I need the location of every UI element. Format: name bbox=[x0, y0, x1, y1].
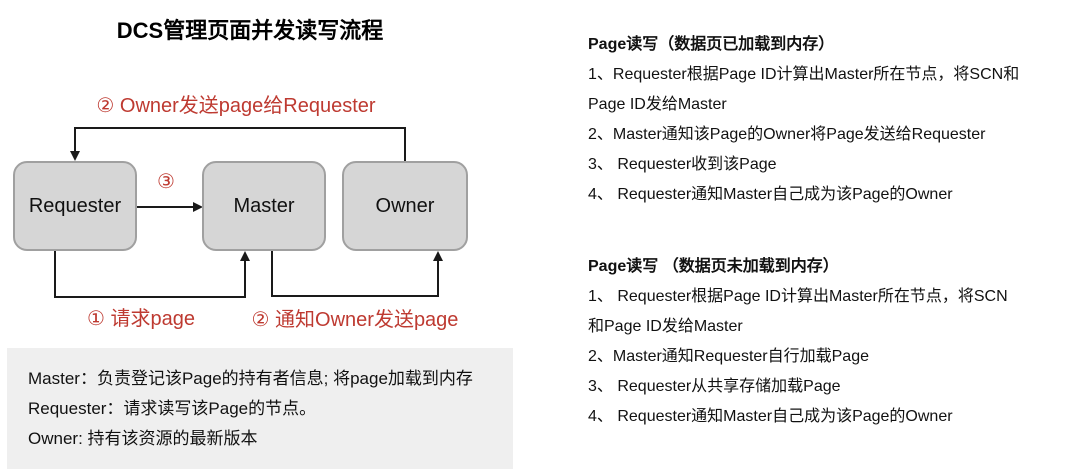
node-master: Master bbox=[202, 161, 326, 251]
panel-line: 2、Master通知Requester自行加载Page bbox=[588, 348, 869, 365]
panel-line: 和Page ID发给Master bbox=[588, 318, 743, 335]
panel-line: 3、 Requester收到该Page bbox=[588, 156, 777, 173]
panel-page-not-loaded: Page读写 （数据页未加载到内存） 1、 Requester根据Page ID… bbox=[588, 252, 1008, 432]
edge-label-step-3: ③ bbox=[157, 171, 175, 193]
panel-page-not-loaded-heading: Page读写 （数据页未加载到内存） bbox=[588, 258, 839, 275]
flow-arrows bbox=[54, 127, 443, 298]
edge-label-request-page: ① 请求page bbox=[87, 308, 195, 330]
panel-line: 4、 Requester通知Master自己成为该Page的Owner bbox=[588, 408, 953, 425]
legend-line-owner: Owner: 持有该资源的最新版本 bbox=[28, 429, 258, 448]
node-owner: Owner bbox=[342, 161, 468, 251]
node-requester: Requester bbox=[13, 161, 137, 251]
arrow-requester-to-master-bottom bbox=[54, 251, 246, 298]
arrowhead-master-to-owner-bottom bbox=[433, 251, 443, 261]
panel-line: 3、 Requester从共享存储加载Page bbox=[588, 378, 841, 395]
legend-box: Master：负责登记该Page的持有者信息; 将page加载到内存 Reque… bbox=[7, 348, 513, 469]
arrow-master-to-owner-bottom bbox=[271, 250, 439, 297]
panel-page-loaded-heading: Page读写（数据页已加载到内存） bbox=[588, 36, 835, 53]
arrowhead-requester-to-master-bottom bbox=[240, 251, 250, 261]
page-title: DCS管理页面并发读写流程 bbox=[116, 18, 384, 43]
panel-line: 1、Requester根据Page ID计算出Master所在节点，将SCN和 bbox=[588, 66, 1020, 83]
arrowhead-requester-to-master-mid bbox=[193, 202, 203, 212]
panel-line: 1、 Requester根据Page ID计算出Master所在节点，将SCN bbox=[588, 288, 1008, 305]
panel-line: 4、 Requester通知Master自己成为该Page的Owner bbox=[588, 186, 953, 203]
legend-line-requester: Requester：请求读写该Page的节点。 bbox=[28, 399, 317, 418]
legend-line-master: Master：负责登记该Page的持有者信息; 将page加载到内存 bbox=[28, 369, 473, 388]
panel-page-loaded: Page读写（数据页已加载到内存） 1、Requester根据Page ID计算… bbox=[588, 30, 1019, 210]
panel-line: Page ID发给Master bbox=[588, 96, 727, 113]
arrowhead-owner-to-requester bbox=[70, 151, 80, 161]
arrow-owner-to-requester bbox=[74, 127, 406, 161]
edge-label-notify-owner-send-page: ② 通知Owner发送page bbox=[251, 309, 459, 331]
panel-line: 2、Master通知该Page的Owner将Page发送给Requester bbox=[588, 126, 986, 143]
edge-label-owner-sends-page: ② Owner发送page给Requester bbox=[96, 95, 376, 117]
